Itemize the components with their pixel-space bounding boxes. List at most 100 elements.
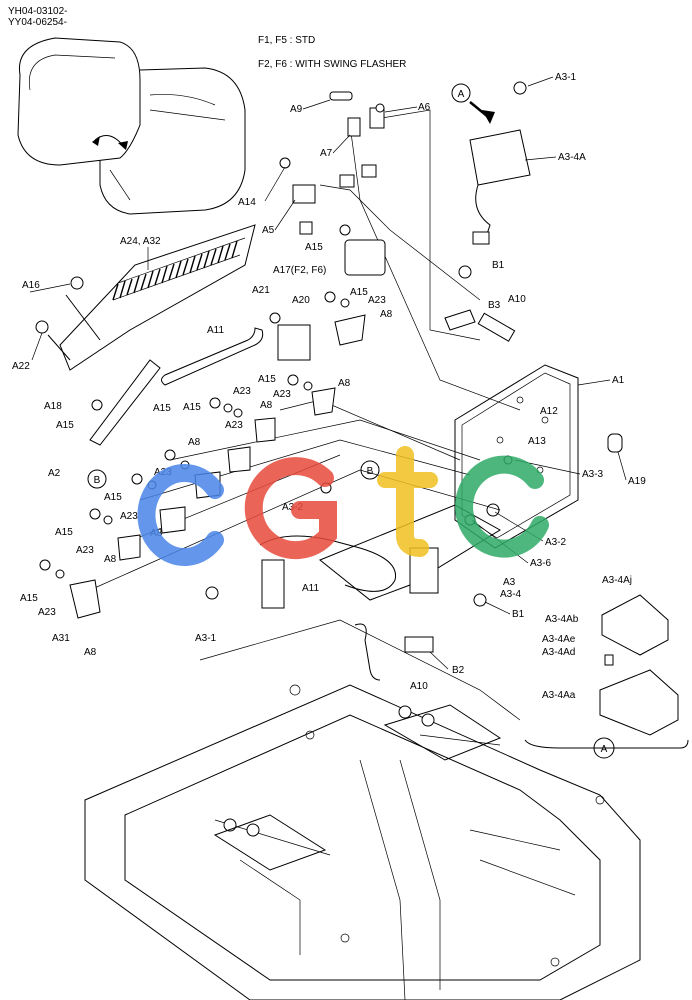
label-a8-b: A8	[338, 378, 351, 389]
louver-cover-a24	[59, 224, 256, 371]
cover-a3-4aj	[601, 594, 669, 656]
label-a15-f: A15	[56, 420, 74, 431]
leader-lines	[29, 76, 627, 670]
label-a15-d: A15	[183, 402, 201, 413]
plate-b3	[444, 309, 476, 331]
svg-text:B: B	[367, 466, 374, 477]
label-a9: A9	[290, 104, 303, 115]
watermark-g-red	[244, 457, 337, 560]
note-swing-flasher: F2, F6 : WITH SWING FLASHER	[258, 59, 407, 70]
label-a1: A1	[612, 375, 625, 386]
label-a3-4a: A3-4A	[558, 152, 586, 163]
label-a21: A21	[252, 285, 270, 296]
label-a3-4ae: A3-4Ae	[542, 634, 576, 645]
label-a24-a32: A24, A32	[120, 236, 161, 247]
label-a23-b: A23	[273, 389, 291, 400]
label-a3-3: A3-3	[582, 469, 604, 480]
label-a22: A22	[12, 361, 30, 372]
small-parts	[47, 91, 623, 653]
svg-text:B: B	[94, 475, 101, 486]
relay-a20	[277, 324, 311, 361]
bolt-b1-icon	[458, 265, 472, 279]
detail-marker-a-top: A	[451, 83, 495, 124]
label-a3-2b: A3-2	[545, 537, 567, 548]
label-b1: B1	[492, 260, 505, 271]
label-a3-4aa: A3-4Aa	[542, 690, 576, 701]
label-a23-h: A23	[38, 607, 56, 618]
part-labels: A3-1 A6 A9 A7 A3-4A A14 A5 A24, A32 A15 …	[12, 72, 646, 701]
label-a11b: A11	[302, 583, 319, 594]
note-std: F1, F5 : STD	[258, 35, 316, 46]
label-a10: A10	[508, 294, 526, 305]
label-a15-g: A15	[104, 492, 122, 503]
svg-text:A: A	[601, 744, 608, 755]
label-a23-f: A23	[120, 511, 138, 522]
label-a3-1: A3-1	[555, 72, 577, 83]
label-a15-e: A15	[153, 403, 171, 414]
svg-text:A: A	[458, 89, 465, 100]
module-a3-1	[261, 559, 285, 609]
grommet-a19	[607, 433, 623, 453]
label-a3-1b: A3-1	[195, 633, 217, 644]
switch-a5	[292, 184, 316, 204]
label-b3: B3	[488, 300, 501, 311]
label-a7: A7	[320, 148, 333, 159]
detail-marker-a-bottom: A	[593, 737, 615, 759]
watermark-logo	[137, 446, 549, 566]
label-a23-g: A23	[76, 545, 94, 556]
label-b2: B2	[452, 665, 465, 676]
label-a15-h: A15	[55, 527, 73, 538]
label-a15-top: A15	[305, 242, 323, 253]
label-a14: A14	[238, 197, 256, 208]
bracket-a31	[69, 579, 101, 619]
label-b1b: B1	[512, 609, 525, 620]
label-a3-6: A3-6	[530, 558, 552, 569]
label-a2: A2	[48, 468, 61, 479]
label-a15-i: A15	[20, 593, 38, 604]
label-a3-4ab: A3-4Ab	[545, 614, 579, 625]
label-a8-c: A8	[260, 400, 273, 411]
label-a12: A12	[540, 406, 558, 417]
watermark-c-green	[455, 455, 549, 558]
label-a10b: A10	[410, 681, 428, 692]
label-a23-a: A23	[368, 295, 386, 306]
handle-a11	[161, 327, 264, 386]
label-a18: A18	[44, 401, 62, 412]
fuse-block-a3-4aa	[599, 669, 679, 736]
bolt-b1b-icon	[473, 593, 487, 607]
label-a19: A19	[628, 476, 646, 487]
label-a20: A20	[292, 295, 310, 306]
label-a23-d: A23	[225, 420, 243, 431]
label-a31: A31	[52, 633, 70, 644]
label-a11: A11	[207, 325, 224, 336]
label-a16: A16	[22, 280, 40, 291]
detail-marker-b-center: B	[360, 460, 380, 480]
bolt-a3-1-icon	[513, 81, 527, 95]
label-a8-a: A8	[380, 309, 393, 320]
label-a3: A3	[503, 577, 516, 588]
label-a5: A5	[262, 225, 275, 236]
serial-number-2: YY04-06254-	[8, 17, 67, 28]
label-a23-c: A23	[233, 386, 251, 397]
bolts	[35, 81, 527, 607]
label-a15-c: A15	[258, 374, 276, 385]
label-a13: A13	[528, 436, 546, 447]
fuse-a3-4ad	[604, 654, 614, 666]
label-a3-4: A3-4	[500, 589, 522, 600]
fuse-a9	[329, 91, 353, 101]
label-a6: A6	[418, 102, 431, 113]
bar-a10	[477, 312, 516, 342]
label-a3-4aj: A3-4Aj	[602, 575, 632, 586]
cab-floor-frame	[84, 619, 641, 1000]
label-a8-g: A8	[84, 647, 97, 658]
label-a8-f: A8	[104, 554, 117, 565]
detail-a-inset	[524, 594, 689, 749]
label-a8-d: A8	[188, 437, 201, 448]
relay-a7	[347, 117, 361, 137]
bracket-a2	[89, 359, 161, 446]
fuse-box-a3-4a	[469, 129, 531, 186]
connector-a8-1	[334, 314, 366, 346]
label-a15-b: A15	[350, 287, 368, 298]
pad-b2	[404, 636, 434, 653]
